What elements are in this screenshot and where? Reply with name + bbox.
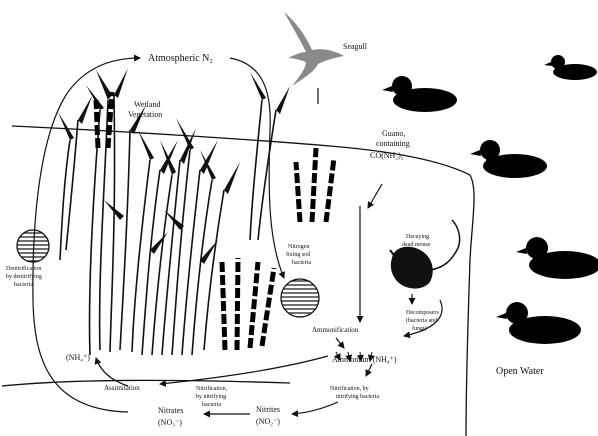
label-nitrates: Nitrates: [158, 406, 183, 415]
label-decaying: Decaying: [406, 234, 429, 240]
label-ammonification: Ammonification: [312, 326, 359, 334]
duck-icons: [382, 55, 598, 344]
label-decomposers: Decomposers: [406, 310, 439, 316]
label-guano-formula: CO(NH₂)₂: [370, 151, 404, 160]
label-nh4-left: (NH₄⁺): [66, 353, 90, 362]
dead-mouse-icon: [390, 220, 460, 289]
label-by-denitrifying: by denitrifying: [6, 273, 42, 280]
label-nitrites-formula: (NO₂⁻): [256, 417, 280, 426]
bacteria-disc-center: [281, 279, 319, 317]
duck-icon: [382, 76, 457, 112]
label-fungi: fungi): [412, 325, 427, 332]
label-vegetation: Vegetation: [128, 110, 162, 119]
soil-boundary-line: [466, 175, 474, 436]
duck-icon: [544, 55, 597, 80]
label-denitrifying-bacteria: bacteria: [14, 282, 33, 288]
arrow-to-nitrites: [292, 402, 338, 414]
label-nitrification-right-2: nitrifying bacteria: [336, 393, 379, 400]
label-open-water: Open Water: [496, 366, 544, 377]
label-bacteria-and: (bacteria and: [406, 317, 437, 324]
label-nitrification-mid-1: Nitrification,: [196, 385, 228, 392]
label-nitrogen: Nitrogen: [288, 244, 309, 250]
label-nitrates-formula: (NO₃⁻): [158, 418, 182, 427]
seagull-icon: [284, 12, 344, 86]
duck-icon: [496, 302, 581, 344]
label-wetland: Wetland: [134, 100, 160, 109]
label-seagull: Seagull: [343, 42, 368, 51]
label-nitrification-mid-3: bacteria: [202, 402, 221, 408]
duck-icon: [516, 237, 598, 279]
label-guano: Guano,: [382, 129, 405, 138]
duck-icon: [470, 140, 547, 178]
label-dead-mouse: dead mouse: [402, 242, 431, 248]
label-nitrites: Nitrites: [256, 405, 280, 414]
arrow-ammonium-to-nitrification: [366, 364, 372, 376]
label-ammonium: Ammonium (NH₄⁺): [332, 355, 397, 364]
label-fixing-bacteria: bacteria: [292, 260, 311, 266]
label-atmospheric-n2: Atmospheric N₂: [148, 53, 213, 64]
label-fixing-soil: fixing soil: [286, 251, 311, 258]
sediment-line: [2, 380, 290, 386]
arrow-n2-to-fixers: [230, 58, 284, 278]
arrow-guano-down: [368, 184, 382, 208]
label-nitrification-mid-2: by nitrifying: [196, 393, 226, 400]
label-assimilation: Assimilation: [104, 384, 140, 392]
label-containing: containing: [376, 139, 410, 148]
label-denitrification: Denitrification: [6, 265, 41, 272]
label-nitrification-right-1: Nitrification, by: [330, 385, 369, 392]
diagram-labels: Atmospheric N₂ Seagull Wetland Vegetatio…: [6, 42, 544, 427]
arrow-ammonification-to-ammonium: [336, 338, 344, 348]
arrow-assimilation-up: [96, 358, 128, 386]
arrow-nh4-to-assimilation: [160, 356, 328, 384]
